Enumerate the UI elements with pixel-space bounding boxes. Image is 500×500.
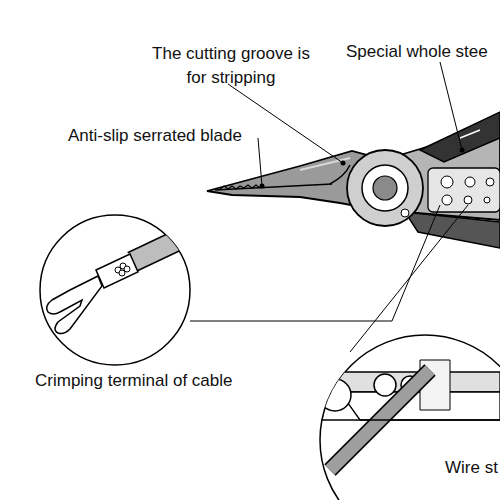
pivot-plate xyxy=(347,150,423,226)
leader-line xyxy=(350,205,468,352)
terminal-illustration xyxy=(47,225,210,334)
serration-teeth xyxy=(220,185,260,189)
inset-circle xyxy=(320,335,500,500)
leader-dot xyxy=(341,161,346,166)
strip-hole xyxy=(442,195,452,205)
strip-hole xyxy=(484,197,490,203)
terminal-barrel xyxy=(96,254,138,288)
wire-strand xyxy=(124,266,130,272)
strip-hole xyxy=(464,196,472,204)
crimp-hole xyxy=(465,177,475,187)
terminal-fork xyxy=(47,276,102,334)
jaw-mouth-line xyxy=(215,184,332,190)
part-label: Crimping terminal of cable xyxy=(35,369,265,393)
leader-dot xyxy=(260,184,265,189)
leader-line xyxy=(228,84,343,163)
pivot-ring xyxy=(362,165,408,211)
pivot-rivet xyxy=(373,176,397,200)
leader-line xyxy=(190,205,440,321)
crimp-area xyxy=(428,168,500,212)
leader-line xyxy=(440,62,462,150)
pivot-hole xyxy=(401,209,409,217)
strip-hole xyxy=(374,374,396,396)
leader-line xyxy=(258,138,262,186)
blade-edge xyxy=(318,419,500,420)
stripper-illustration xyxy=(318,360,500,470)
cable-outline xyxy=(132,225,210,262)
jaw-highlight xyxy=(300,158,350,170)
crimp-hole xyxy=(441,176,453,188)
cable-sheath xyxy=(132,225,210,262)
part-label: The cutting groove is for stripping xyxy=(152,42,310,90)
grip-highlight xyxy=(460,130,480,138)
handle-grip xyxy=(420,112,500,162)
part-label: Wire st xyxy=(445,456,500,480)
crimp-hole xyxy=(486,178,494,186)
part-label: Special whole stee xyxy=(346,40,500,64)
crimp-notch xyxy=(319,379,351,411)
part-label: Anti-slip serrated blade xyxy=(68,124,268,148)
leader-dot xyxy=(460,148,465,153)
